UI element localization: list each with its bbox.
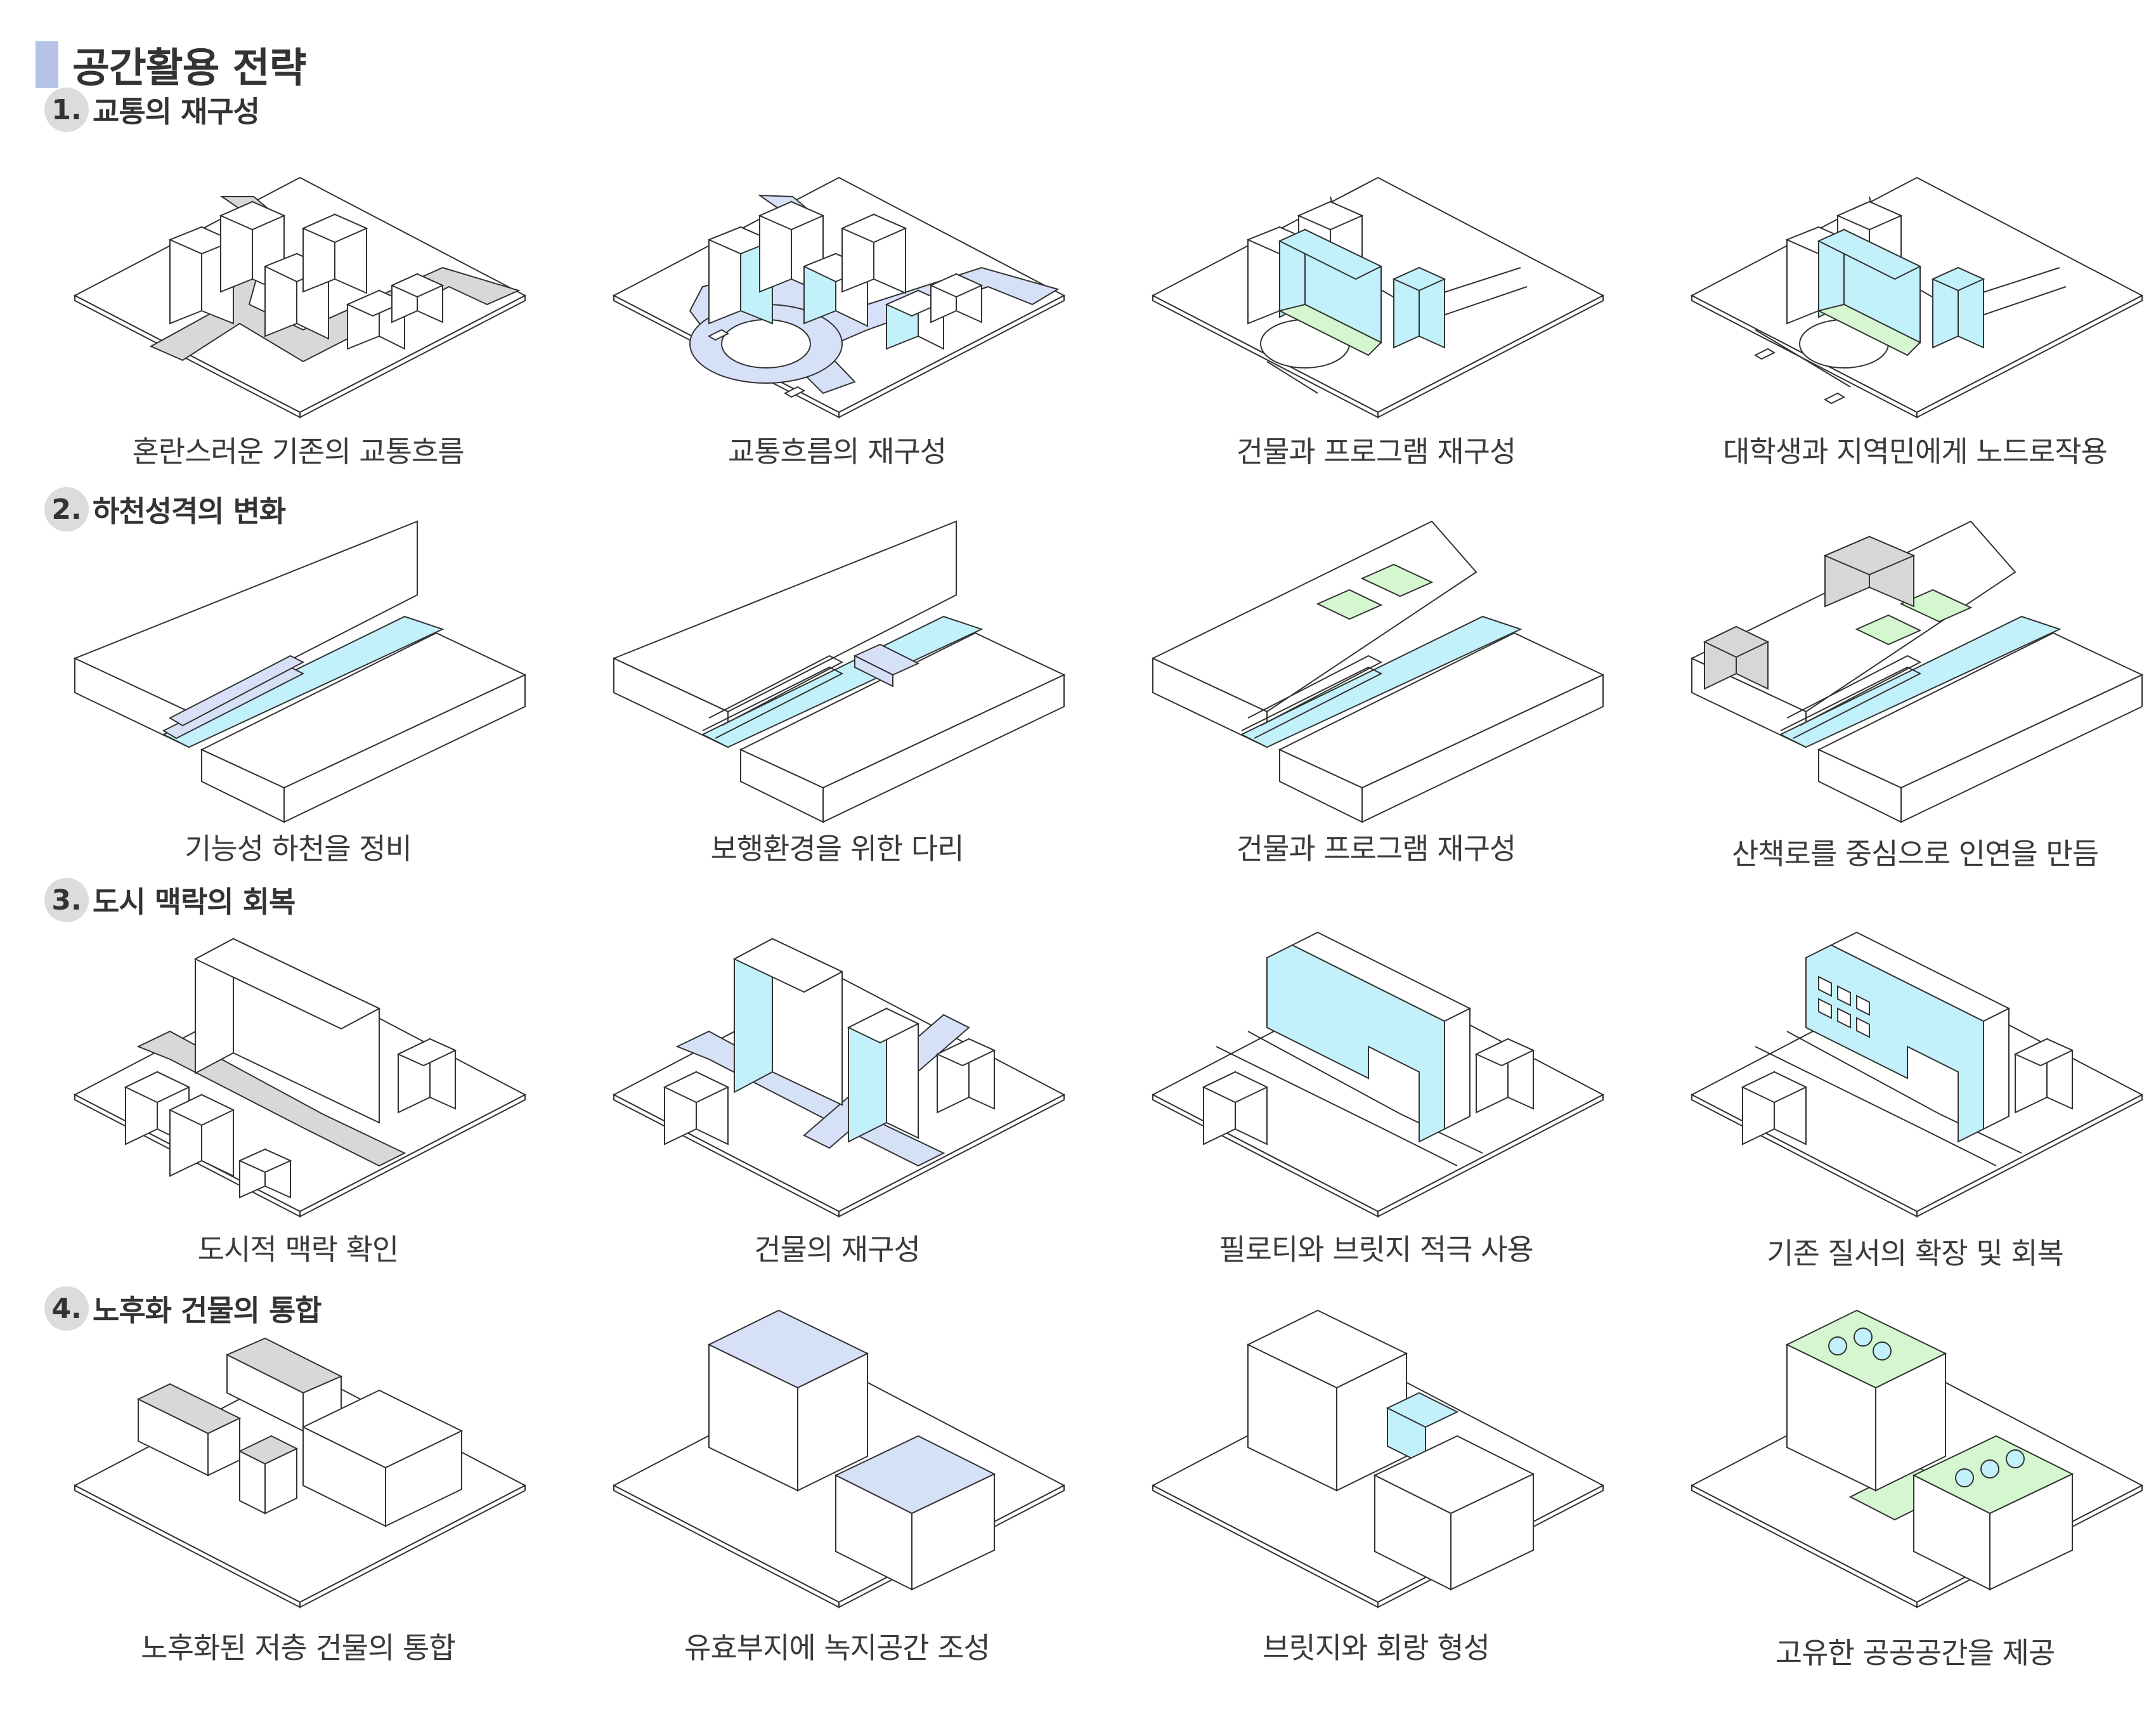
section-header-2: 2. 하천성격의 변화 — [44, 487, 286, 532]
section-number: 4. — [44, 1286, 89, 1331]
diagram-context-piloti — [1153, 920, 1603, 1237]
caption: 브릿지와 회랑 형성 — [1263, 1631, 1490, 1665]
caption: 건물과 프로그램 재구성 — [1236, 434, 1516, 469]
section-header-3: 3. 도시 맥락의 회복 — [44, 878, 295, 922]
caption: 기능성 하천을 정비 — [185, 832, 412, 866]
diagram-traffic-node — [1692, 121, 2142, 438]
caption: 기존 질서의 확장 및 회복 — [1767, 1236, 2064, 1270]
section-number: 1. — [44, 88, 89, 132]
diagram-stream-bridge — [614, 521, 1064, 839]
caption: 건물과 프로그램 재구성 — [1236, 832, 1516, 866]
diagram-old-buildings — [75, 1310, 525, 1628]
page-header: 공간활용 전략 — [36, 36, 307, 94]
caption: 건물의 재구성 — [754, 1232, 921, 1267]
section-title: 도시 맥락의 회복 — [93, 885, 295, 919]
diagram-traffic-program — [1153, 121, 1603, 438]
page-title: 공간활용 전략 — [72, 45, 307, 92]
caption: 대학생과 지역민에게 노드로작용 — [1723, 434, 2108, 469]
caption: 교통흐름의 재구성 — [727, 434, 947, 469]
diagram-context-restore — [1692, 920, 2142, 1237]
section-header-4: 4. 노후화 건물의 통합 — [44, 1286, 322, 1331]
diagram-traffic-restructured — [614, 121, 1064, 438]
diagram-public-space — [1692, 1288, 2142, 1628]
diagram-bridge-corridor — [1153, 1288, 1603, 1628]
diagram-context-check — [75, 920, 525, 1237]
diagram-context-rebuild — [614, 920, 1064, 1237]
caption: 산책로를 중심으로 인연을 만듬 — [1731, 837, 2099, 871]
caption: 필로티와 브릿지 적극 사용 — [1219, 1232, 1533, 1267]
caption: 도시적 맥락 확인 — [197, 1232, 399, 1267]
diagram-stream-maintain — [75, 521, 525, 839]
title-accent-bar — [36, 41, 58, 88]
caption: 유효부지에 녹지공간 조성 — [684, 1631, 990, 1665]
caption: 보행환경을 위한 다리 — [710, 832, 964, 866]
section-number: 3. — [44, 878, 89, 922]
section-title: 교통의 재구성 — [93, 95, 260, 129]
caption: 노후화된 저층 건물의 통합 — [141, 1631, 455, 1665]
diagram-stream-walkway — [1692, 521, 2142, 839]
caption: 고유한 공공공간을 제공 — [1775, 1636, 2055, 1670]
diagram-stream-program — [1153, 521, 1603, 839]
section-title: 노후화 건물의 통합 — [93, 1293, 322, 1328]
diagram-green-space — [614, 1288, 1064, 1628]
section-header-1: 1. 교통의 재구성 — [44, 88, 260, 132]
section-number: 2. — [44, 487, 89, 532]
diagram-traffic-existing — [75, 121, 525, 438]
caption: 혼란스러운 기존의 교통흐름 — [132, 434, 464, 469]
section-title: 하천성격의 변화 — [93, 494, 286, 528]
